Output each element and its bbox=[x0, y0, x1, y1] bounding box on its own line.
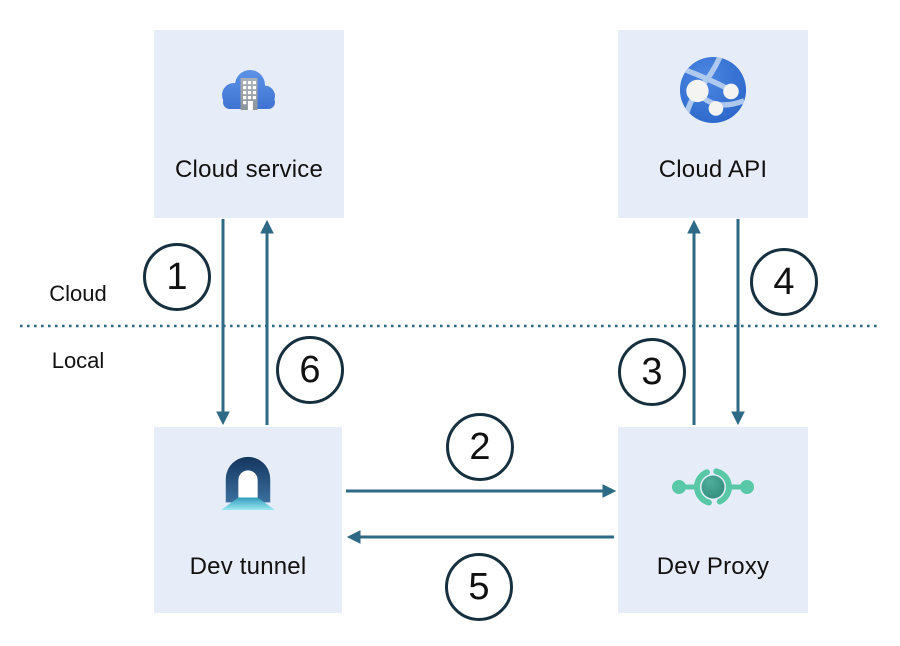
step-circle-4: 4 bbox=[750, 248, 818, 316]
dev-tunnel-icon bbox=[220, 456, 276, 511]
node-cloud-service: Cloud service bbox=[154, 30, 344, 218]
step-circle-6: 6 bbox=[276, 336, 344, 404]
step-circle-2: 2 bbox=[446, 413, 514, 481]
node-dev-proxy: Dev Proxy bbox=[618, 427, 808, 613]
step-number-3: 3 bbox=[641, 350, 663, 393]
step-circle-3: 3 bbox=[618, 338, 686, 406]
step-number-4: 4 bbox=[773, 260, 795, 303]
step-number-1: 1 bbox=[166, 255, 188, 298]
dev-proxy-label: Dev Proxy bbox=[656, 553, 770, 580]
dev-tunnel-label: Dev tunnel bbox=[189, 553, 307, 580]
node-dev-tunnel: Dev tunnel bbox=[154, 427, 342, 613]
dev-proxy-icon bbox=[672, 468, 754, 506]
cloud-zone-label: Cloud bbox=[49, 281, 107, 306]
node-cloud-api: Cloud API bbox=[618, 30, 808, 218]
step-circle-5: 5 bbox=[445, 553, 513, 621]
step-number-5: 5 bbox=[468, 565, 490, 608]
cloud-service-label: Cloud service bbox=[175, 156, 323, 183]
cloud-api-globe-icon bbox=[679, 56, 747, 124]
cloud-service-icon bbox=[222, 70, 275, 110]
local-zone-label: Local bbox=[51, 348, 105, 373]
step-number-6: 6 bbox=[299, 348, 321, 391]
step-circle-1: 1 bbox=[143, 243, 211, 311]
cloud-api-label: Cloud API bbox=[658, 156, 768, 183]
step-number-2: 2 bbox=[469, 425, 491, 468]
